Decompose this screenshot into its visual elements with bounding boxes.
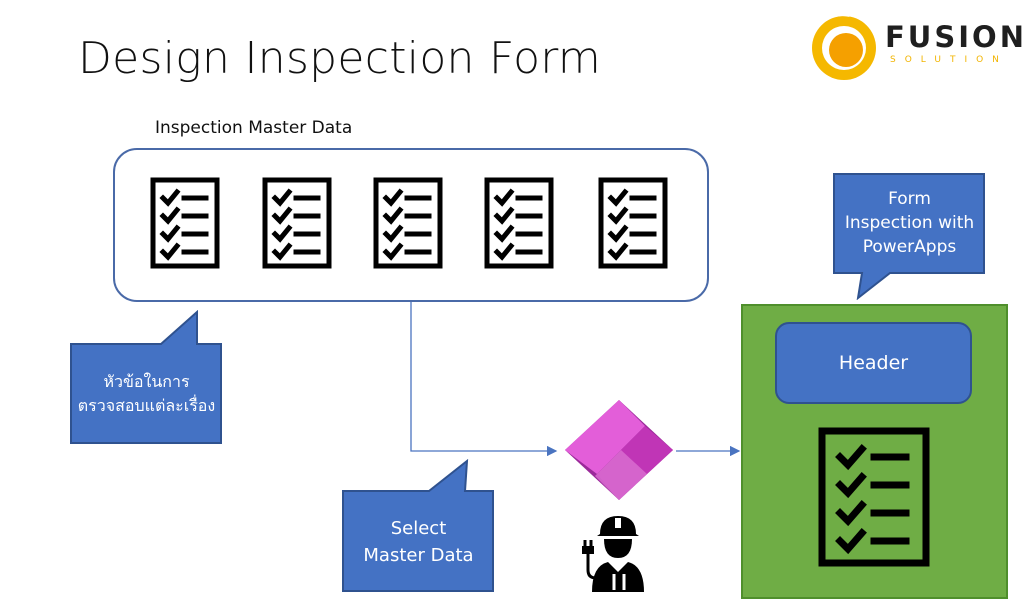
checklist-icon [262,177,332,269]
checklist-icon [598,177,668,269]
select-master-callout [342,459,494,592]
checklist-icon [373,177,443,269]
fusion-logo-icon [809,10,876,80]
logo-subword: SOLUTION [890,55,1008,65]
powerapps-logo-icon [565,400,673,500]
thai-topics-callout-text: หัวข้อในการ ตรวจสอบแต่ละเรื่อง [77,371,216,415]
form-inspection-callout-text: Form Inspection with PowerApps [844,188,975,257]
form-inspection-callout [833,173,985,300]
engineer-worker-icon [582,516,644,592]
select-master-callout-text: Select Master Data [363,517,474,566]
master-data-label: Inspection Master Data [155,118,353,138]
checklist-icon [484,177,554,269]
connector-master-to-powerapps [410,302,558,457]
fusion-solution-logo: FUSION SOLUTION [806,10,1024,82]
checklist-icon [150,177,220,269]
logo-wordmark: FUSION [885,20,1024,54]
page-title: Design Inspection Form [78,33,602,84]
thai-topics-callout [70,310,222,444]
checklist-icon [818,427,930,567]
form-header-block: Header [775,322,972,404]
